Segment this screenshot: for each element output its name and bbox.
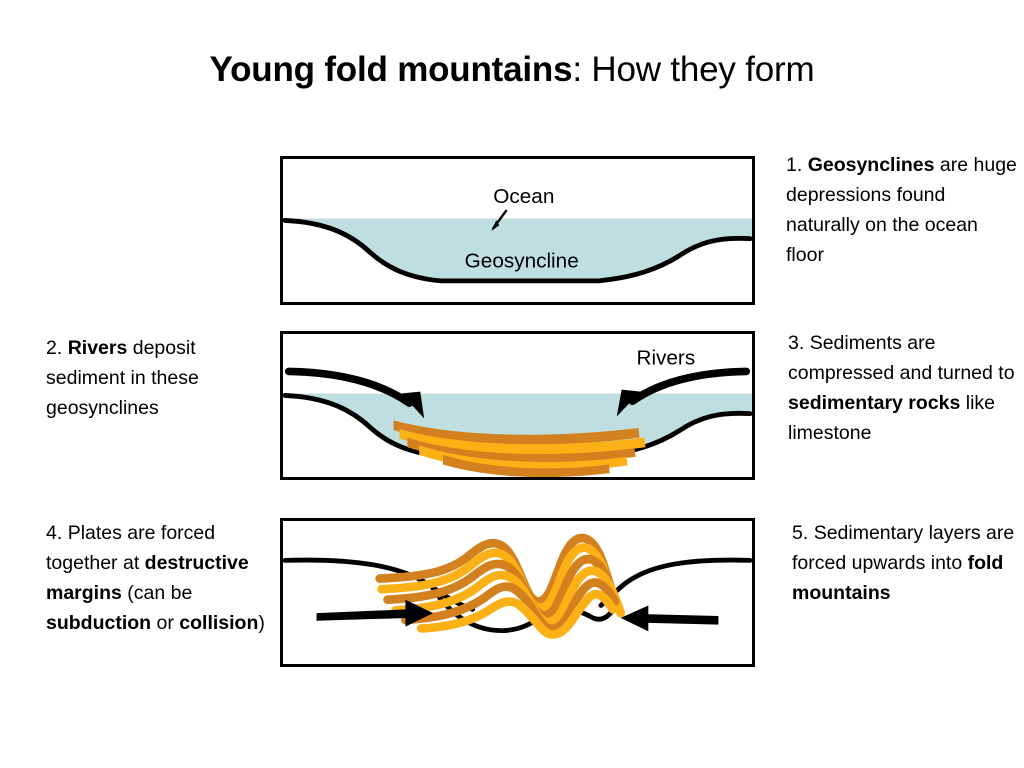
- rivers-label: Rivers: [636, 347, 695, 370]
- caption-step-2: 2. Rivers deposit sediment in these geos…: [46, 333, 276, 423]
- compression-arrow-right-head: [620, 605, 649, 632]
- caption-step-4: 4. Plates are forced together at destruc…: [46, 518, 284, 638]
- caption-step-5: 5. Sedimentary layers are forced upwards…: [792, 518, 1022, 608]
- caption-4-bold-2: subduction: [46, 612, 152, 634]
- caption-step-3: 3. Sediments are compressed and turned t…: [788, 328, 1024, 448]
- caption-5-number: 5.: [792, 522, 814, 544]
- caption-5-text-1: Sedimentary layers are forced upwards in…: [792, 522, 1015, 574]
- compression-arrow-left-shaft: [316, 609, 410, 621]
- geosyncline-diagram-panel: Ocean Geosyncline: [280, 156, 755, 305]
- caption-1-text-1: are huge depressions found naturally on …: [786, 154, 1017, 266]
- caption-4-number: 4.: [46, 522, 68, 544]
- caption-4-text-3: or: [151, 612, 180, 634]
- ocean-water-fill: [283, 218, 752, 280]
- caption-4-text-2: (can be: [121, 582, 193, 604]
- caption-3-bold-1: sedimentary rocks: [788, 392, 961, 414]
- sediment-layer-2: [399, 429, 646, 455]
- compression-arrow-right-shaft: [644, 614, 719, 625]
- river-arrow-left-shaft: [284, 367, 414, 407]
- caption-4-text-4: ): [258, 612, 265, 634]
- caption-1-bold-1: Geosynclines: [807, 154, 935, 176]
- caption-2-text-1: deposit sediment in these geosynclines: [46, 337, 199, 419]
- sediment-layer-5: [442, 454, 610, 477]
- fold-mountain-panel: [280, 518, 755, 667]
- caption-5-bold-1: fold mountains: [792, 552, 1004, 604]
- sediment-layer-1: [393, 420, 640, 446]
- sediment-deposition-panel: Rivers: [280, 331, 755, 480]
- fold-band-6: [416, 589, 618, 639]
- caption-2-bold-1: Rivers: [67, 337, 128, 359]
- caption-3-text-1: Sediments are compressed and turned to: [788, 332, 1015, 384]
- sediment-deposition-svg: Rivers: [283, 347, 752, 477]
- ocean-label: Ocean: [493, 185, 554, 208]
- fold-mountain-svg: [283, 533, 752, 639]
- caption-4-bold-1: destructive margins: [46, 552, 249, 604]
- ocean-arrow-head: [491, 220, 500, 231]
- caption-4-bold-3: collision: [179, 612, 259, 634]
- caption-4-text-1: Plates are forced together at: [46, 522, 216, 574]
- river-arrow-left-head: [401, 391, 425, 419]
- page-title-bold: Young fold mountains: [209, 50, 573, 89]
- sediment-layers: [393, 420, 646, 477]
- crust-line-right: [598, 557, 752, 608]
- page-title: Young fold mountains: How they form: [0, 48, 1024, 92]
- caption-3-number: 3.: [788, 332, 810, 354]
- river-arrow-right-head: [616, 389, 641, 417]
- page-title-rest: : How they form: [572, 50, 815, 89]
- caption-3-text-2: like limestone: [788, 392, 996, 444]
- caption-1-number: 1.: [786, 154, 808, 176]
- river-arrow-right-shaft: [628, 367, 751, 406]
- compression-arrow-left-head: [405, 599, 434, 627]
- seafloor-line: [283, 218, 752, 284]
- geosyncline-svg: Ocean Geosyncline: [283, 185, 752, 284]
- geosyncline-label: Geosyncline: [465, 250, 579, 273]
- caption-step-1: 1. Geosynclines are huge depressions fou…: [786, 150, 1018, 270]
- caption-2-number: 2.: [46, 337, 68, 359]
- folded-layers: [375, 533, 626, 639]
